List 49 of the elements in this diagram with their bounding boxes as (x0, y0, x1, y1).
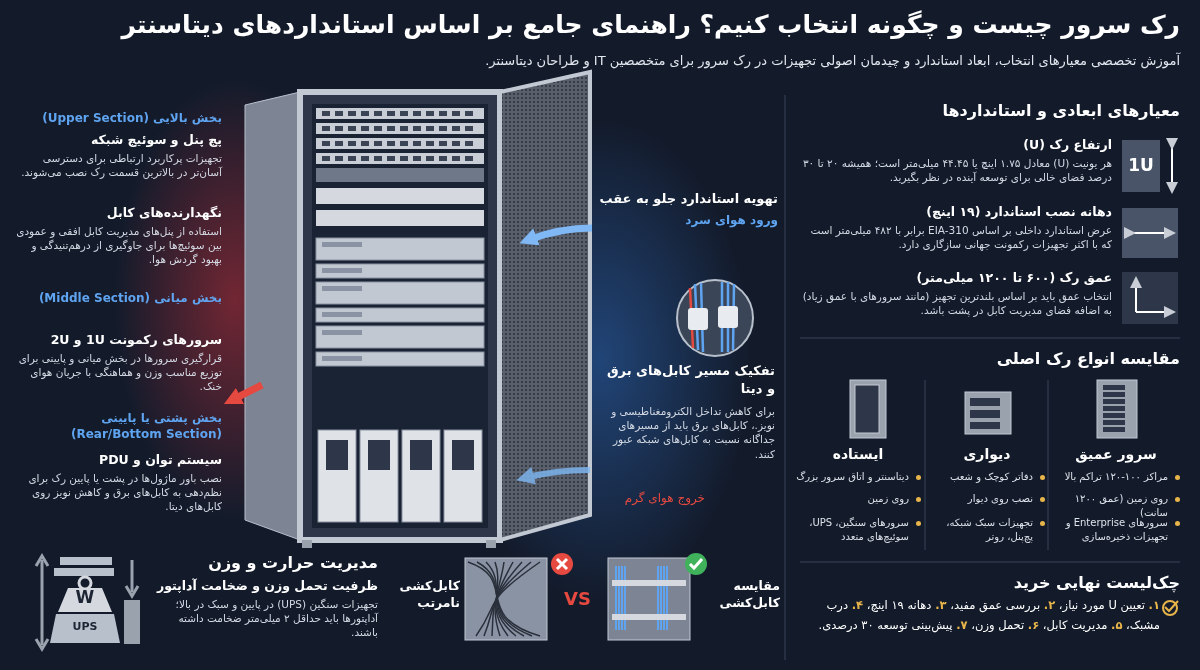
item-heading: پچ پنل و سوئیچ شبکه (90, 132, 222, 149)
item-heading: نگهدارنده‌های کابل (105, 205, 222, 222)
comparison-label: VS (563, 587, 592, 611)
airflow-label: ورود هوای سرد (684, 212, 778, 229)
description-text: استفاده از پنل‌های مدیریت کابل افقی و عمودی بین سوئیچ‌ها برای جاوگیری از درهم‌تنیدگی و بهبود گردش هوا. (15, 224, 222, 267)
bullet-item: روی زمین (795, 492, 921, 506)
checklist-text: ۱. تعیین U مورد نیاز، ۲. بررسی عمق مفید، ۳. دهانه ۱۹ اینچ، ۴. درب مشبک، ۵. مدیریت کابل، ۶. تحمل وزن، ۷. پیش‌بینی توسعه ۳۰ درصدی. (817, 597, 1160, 635)
item-heading: مقایسه کابل‌کشی (718, 578, 780, 612)
panel-heading: مقایسه انواع رک اصلی (995, 348, 1180, 370)
description-text: قرارگیری سرورها در بخش میانی و پایینی برای توزیع مناسب وزن و هماهنگی با جریان هوای خنک. (17, 351, 222, 394)
airflow-label: خروج هوای گرم (623, 490, 705, 507)
item-heading: عمق رک (۶۰۰ تا ۱۲۰۰ میلی‌متر) (915, 270, 1112, 287)
panel-heading: مدیریت حرارت و وزن (207, 552, 378, 574)
item-heading: ارتفاع رک (U) (1022, 137, 1112, 154)
panel-heading: چک‌لیست نهایی خرید (1012, 572, 1180, 594)
bullet-item: روی زمین (عمق ۱۲۰۰ سانت) (1052, 492, 1180, 519)
item-heading: سیستم توان و PDU (97, 452, 222, 469)
rack-type-title: دیواری (962, 445, 1012, 464)
description-text: نصب باور ماژول‌ها در پشت یا پایین رک برای نظم‌دهی به کابل‌های برق و کاهش نویز روی کابل‌های دیتا. (27, 471, 222, 514)
item-heading: تهویه استاندارد جلو به عقب (598, 190, 778, 208)
bullet-item: تجهیزات سبک شبکه، پچ‌پنل، روتر (929, 516, 1045, 543)
bullet-item: سرورهای سنگین، UPS، سوئیچ‌های متعدد (795, 516, 921, 543)
item-heading: تفکیک مسیر کابل‌های برق و دیتا (606, 362, 775, 398)
item-heading: سرورهای رکمونت 1U و 2U (49, 332, 222, 349)
description-text: عرض استاندارد داخلی بر اساس EIA-310 برابر با ۴۸۲ میلی‌متر است که با اکثر تجهیزات رکمونت جهانی سازگاری دارد. (809, 223, 1112, 252)
icon-label: UPS (71, 620, 99, 635)
bullet-item: سرورهای Enterprise و تجهیزات ذخیره‌سازی (1052, 516, 1180, 543)
description-text: تجهیزات پرکاربرد ارتباطی برای دسترسی آسان‌تر در بالاترین قسمت رک نصب می‌شوند. (20, 151, 222, 180)
rack-type-title: سرور عمیق (1074, 445, 1158, 464)
icon-label: 1U (1127, 154, 1155, 177)
bullet-item: مراکز ۱۰۰-۱۲۰ تراکم بالا (1052, 470, 1180, 484)
icon-label: W (74, 586, 96, 609)
description-text: برای کاهش تداخل الکترومغناطیسی و نویز.، کابل‌های برق باید از مسیرهای جداگانه نسبت به کابل‌های شبکه عبور کنند. (609, 404, 775, 461)
description-text: تجهیزات سنگین (UPS) در پایین و سبک در بالا؛ آداپتورها باید حداقل ۲ میلی‌متر ضخامت داشته باشند. (174, 597, 378, 640)
description-text: هر یونیت (U) معادل ۱.۷۵ اینچ یا ۴۴.۴۵ میلی‌متر است؛ همیشه ۲۰ تا ۳۰ درصد فضای خالی برای توسعه آینده در نظر بگیرید. (801, 156, 1112, 185)
description-text: انتخاب عمق باید بر اساس بلندترین تجهیز (مانند سرورهای با عمق زیاد) به اضافه فضای مدیریت کابل در پشت باشد. (801, 289, 1112, 318)
bullet-item: نصب روی دیوار (929, 492, 1045, 506)
item-heading: دهانه نصب استاندارد (۱۹ اینچ) (925, 204, 1112, 221)
section-heading: بخش بالایی (Upper Section) (41, 110, 222, 127)
bullet-item: دیتاسنتر و اتاق سرور بزرگ (795, 470, 921, 484)
subtitle: آموزش تخصصی معیارهای انتخاب، ابعاد استاندارد و چیدمان اصولی تجهیزات در رک سرور برای متخصصین IT و طراحان دیتاسنتر. (484, 52, 1180, 70)
panel-heading: معیارهای ابعادی و استانداردها (941, 100, 1180, 122)
heading: رک سرور چیست و چگونه انتخاب کنیم؟ راهنمای جامع بر اساس استانداردهای دیتاسنتر (119, 9, 1180, 42)
rack-type-title: ایستاده (831, 445, 885, 464)
item-heading: کابل‌کشی نامرتب (398, 578, 460, 612)
item-heading: ظرفیت تحمل وزن و ضخامت آداپتور (155, 578, 378, 595)
bullet-item: دفاتر کوچک و شعب (929, 470, 1045, 484)
section-heading: بخش پشتی یا پایینی (Rear/Bottom Section) (69, 410, 222, 443)
section-heading: بخش میانی (Middle Section) (37, 290, 222, 307)
